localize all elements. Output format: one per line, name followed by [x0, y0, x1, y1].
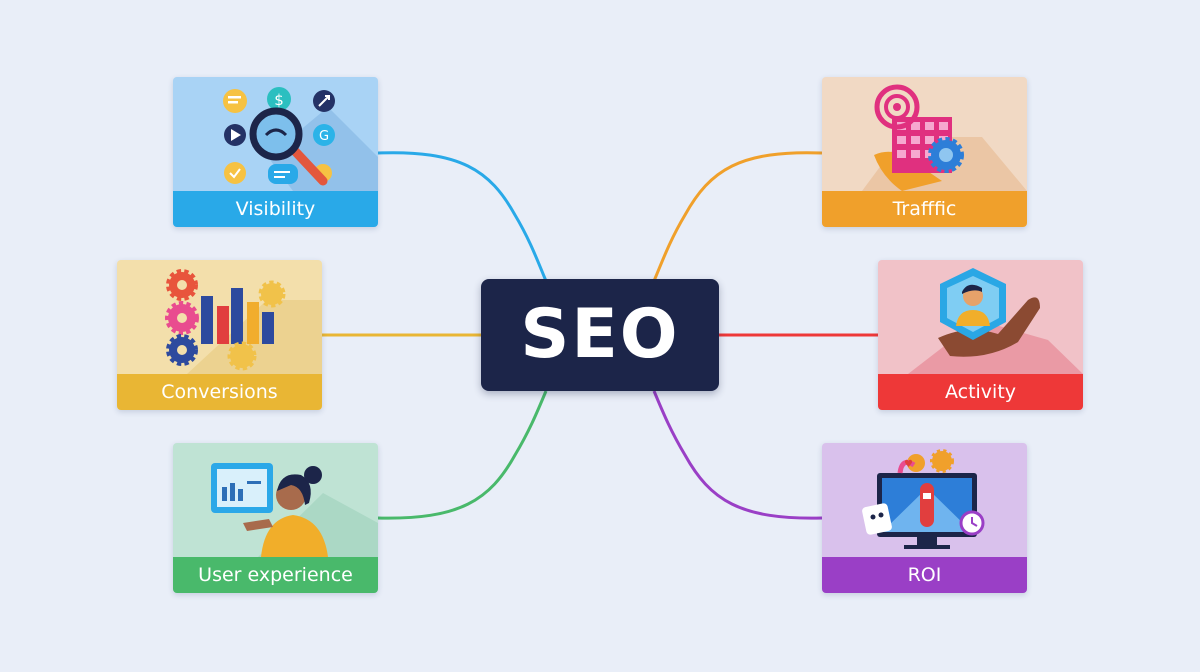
monitor-rocket-illustration: ♥ [862, 449, 985, 549]
node-label-visibility: Visibility [173, 191, 378, 227]
node-label-conversions: Conversions [117, 374, 322, 410]
hand-grid-gear-illustration [862, 84, 1027, 191]
connector-roi [652, 390, 823, 520]
connector-user-experience [377, 390, 548, 520]
node-card-visibility[interactable]: $ G Visibility [173, 77, 378, 227]
node-label-activity: Activity [878, 374, 1083, 410]
svg-text:♥: ♥ [904, 459, 913, 470]
node-card-conversions[interactable]: Conversions [117, 260, 322, 410]
node-label-roi: ROI [822, 557, 1027, 593]
node-card-roi[interactable]: ♥ ROI [822, 443, 1027, 593]
node-card-activity[interactable]: Activity [878, 260, 1083, 410]
hand-profile-badge-illustration [908, 268, 1083, 374]
svg-text:G: G [319, 129, 329, 144]
node-label-user-experience: User experience [173, 557, 378, 593]
node-label-traffic: Trafffic [822, 191, 1027, 227]
gears-bar-chart-illustration [165, 269, 322, 374]
svg-text:$: $ [274, 91, 284, 109]
node-card-traffic[interactable]: Trafffic [822, 77, 1027, 227]
center-node-seo[interactable]: SEO [481, 279, 719, 391]
connector-traffic [652, 151, 823, 282]
connector-visibility [377, 151, 548, 282]
person-screen-illustration [211, 463, 378, 557]
magnifier-search-illustration: $ G [223, 87, 378, 191]
node-card-user-experience[interactable]: User experience [173, 443, 378, 593]
